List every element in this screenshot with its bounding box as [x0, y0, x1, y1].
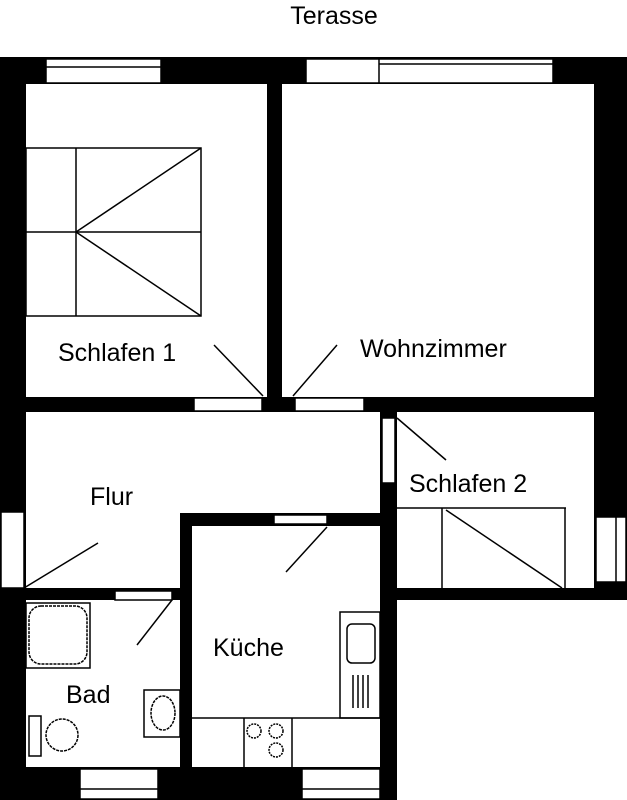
door-opening — [273, 514, 328, 525]
room-label-schlafen2: Schlafen 2 — [409, 470, 527, 498]
door-opening — [381, 417, 396, 484]
washbasin — [143, 689, 181, 738]
kitchen-fixtures — [192, 611, 381, 767]
drainer — [352, 675, 369, 708]
door-swings — [23, 344, 447, 646]
bath-fixtures — [25, 602, 181, 757]
schlafen2-left-wall — [380, 397, 397, 800]
door-opening — [114, 590, 173, 601]
room-label-kueche: Küche — [213, 634, 284, 662]
left-wall — [0, 57, 26, 800]
windows-and-openings — [0, 58, 627, 800]
room-labels: Schlafen 1 Wohnzimmer Flur Schlafen 2 Kü… — [58, 335, 527, 709]
bed — [25, 147, 202, 317]
room-label-wohnzimmer: Wohnzimmer — [360, 335, 507, 363]
schlafen2-bottom-wall — [397, 588, 627, 600]
middle-wall — [267, 84, 282, 412]
right-wall — [594, 57, 627, 600]
room-label-schlafen1: Schlafen 1 — [58, 339, 176, 367]
kitchen-left-wall — [180, 513, 192, 800]
window — [79, 768, 159, 800]
window — [301, 768, 381, 800]
kitchen-sink — [346, 623, 376, 664]
door-opening — [294, 397, 365, 412]
terrace-label: Terasse — [290, 2, 378, 30]
bathtub — [25, 602, 91, 669]
room-label-bad: Bad — [66, 681, 110, 709]
window — [595, 516, 627, 583]
window — [0, 511, 25, 589]
door-opening — [193, 397, 263, 412]
terrace-door — [305, 58, 554, 84]
toilet — [28, 715, 42, 757]
stove — [246, 723, 284, 758]
wardrobe — [397, 507, 566, 589]
window — [45, 58, 162, 84]
room-label-flur: Flur — [90, 483, 133, 511]
kitchen-counter — [339, 611, 381, 719]
